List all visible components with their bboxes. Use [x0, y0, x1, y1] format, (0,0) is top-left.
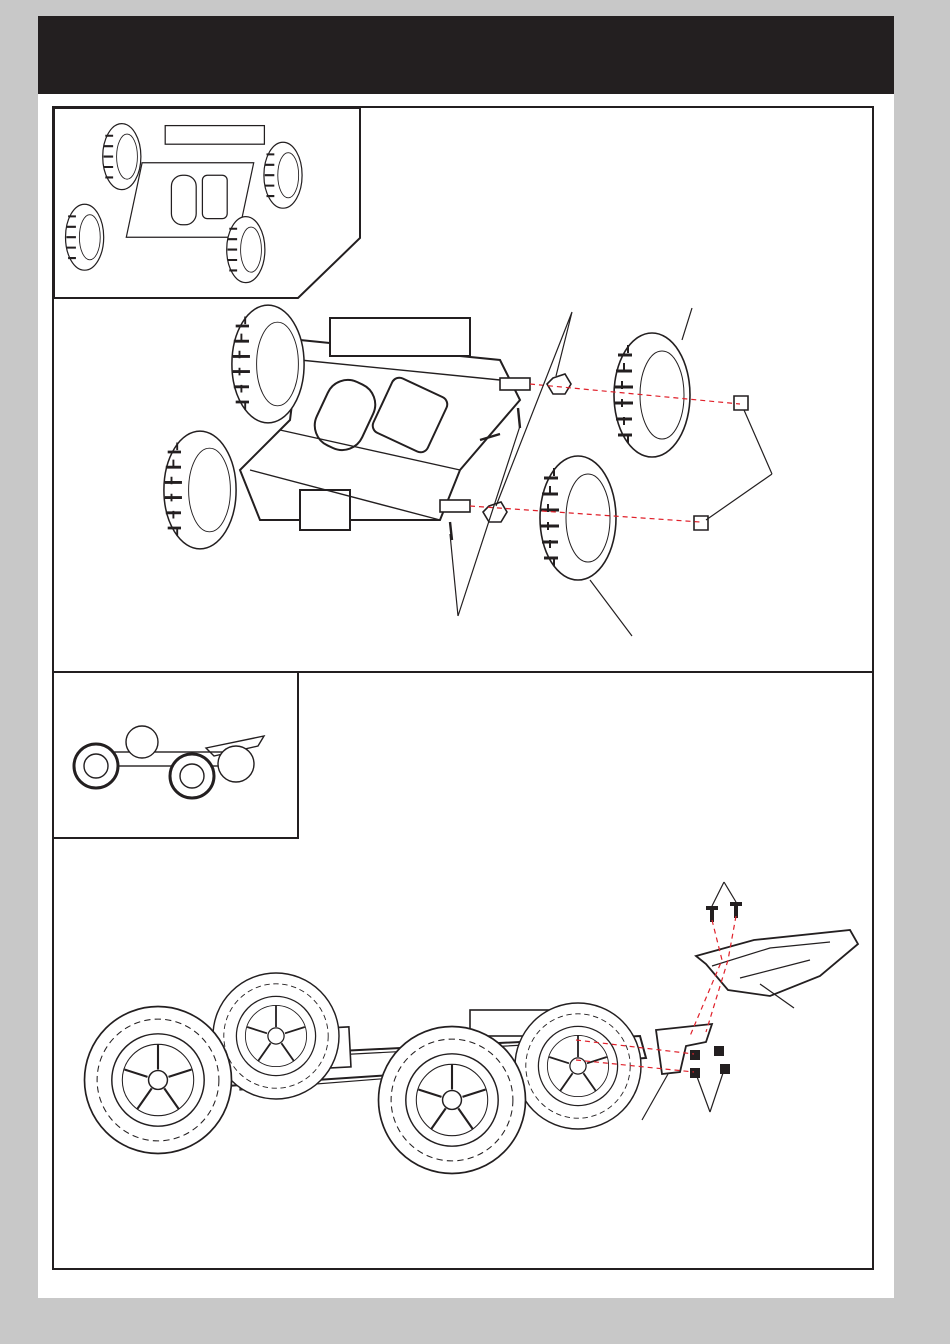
- chassis-exploded-wheel-install-icon: [164, 305, 772, 636]
- truck-side-view-thumbnail-icon: [74, 726, 264, 798]
- chassis-wing-mount-install-icon: [85, 882, 859, 1174]
- truck-top-view-thumbnail-icon: [66, 124, 303, 283]
